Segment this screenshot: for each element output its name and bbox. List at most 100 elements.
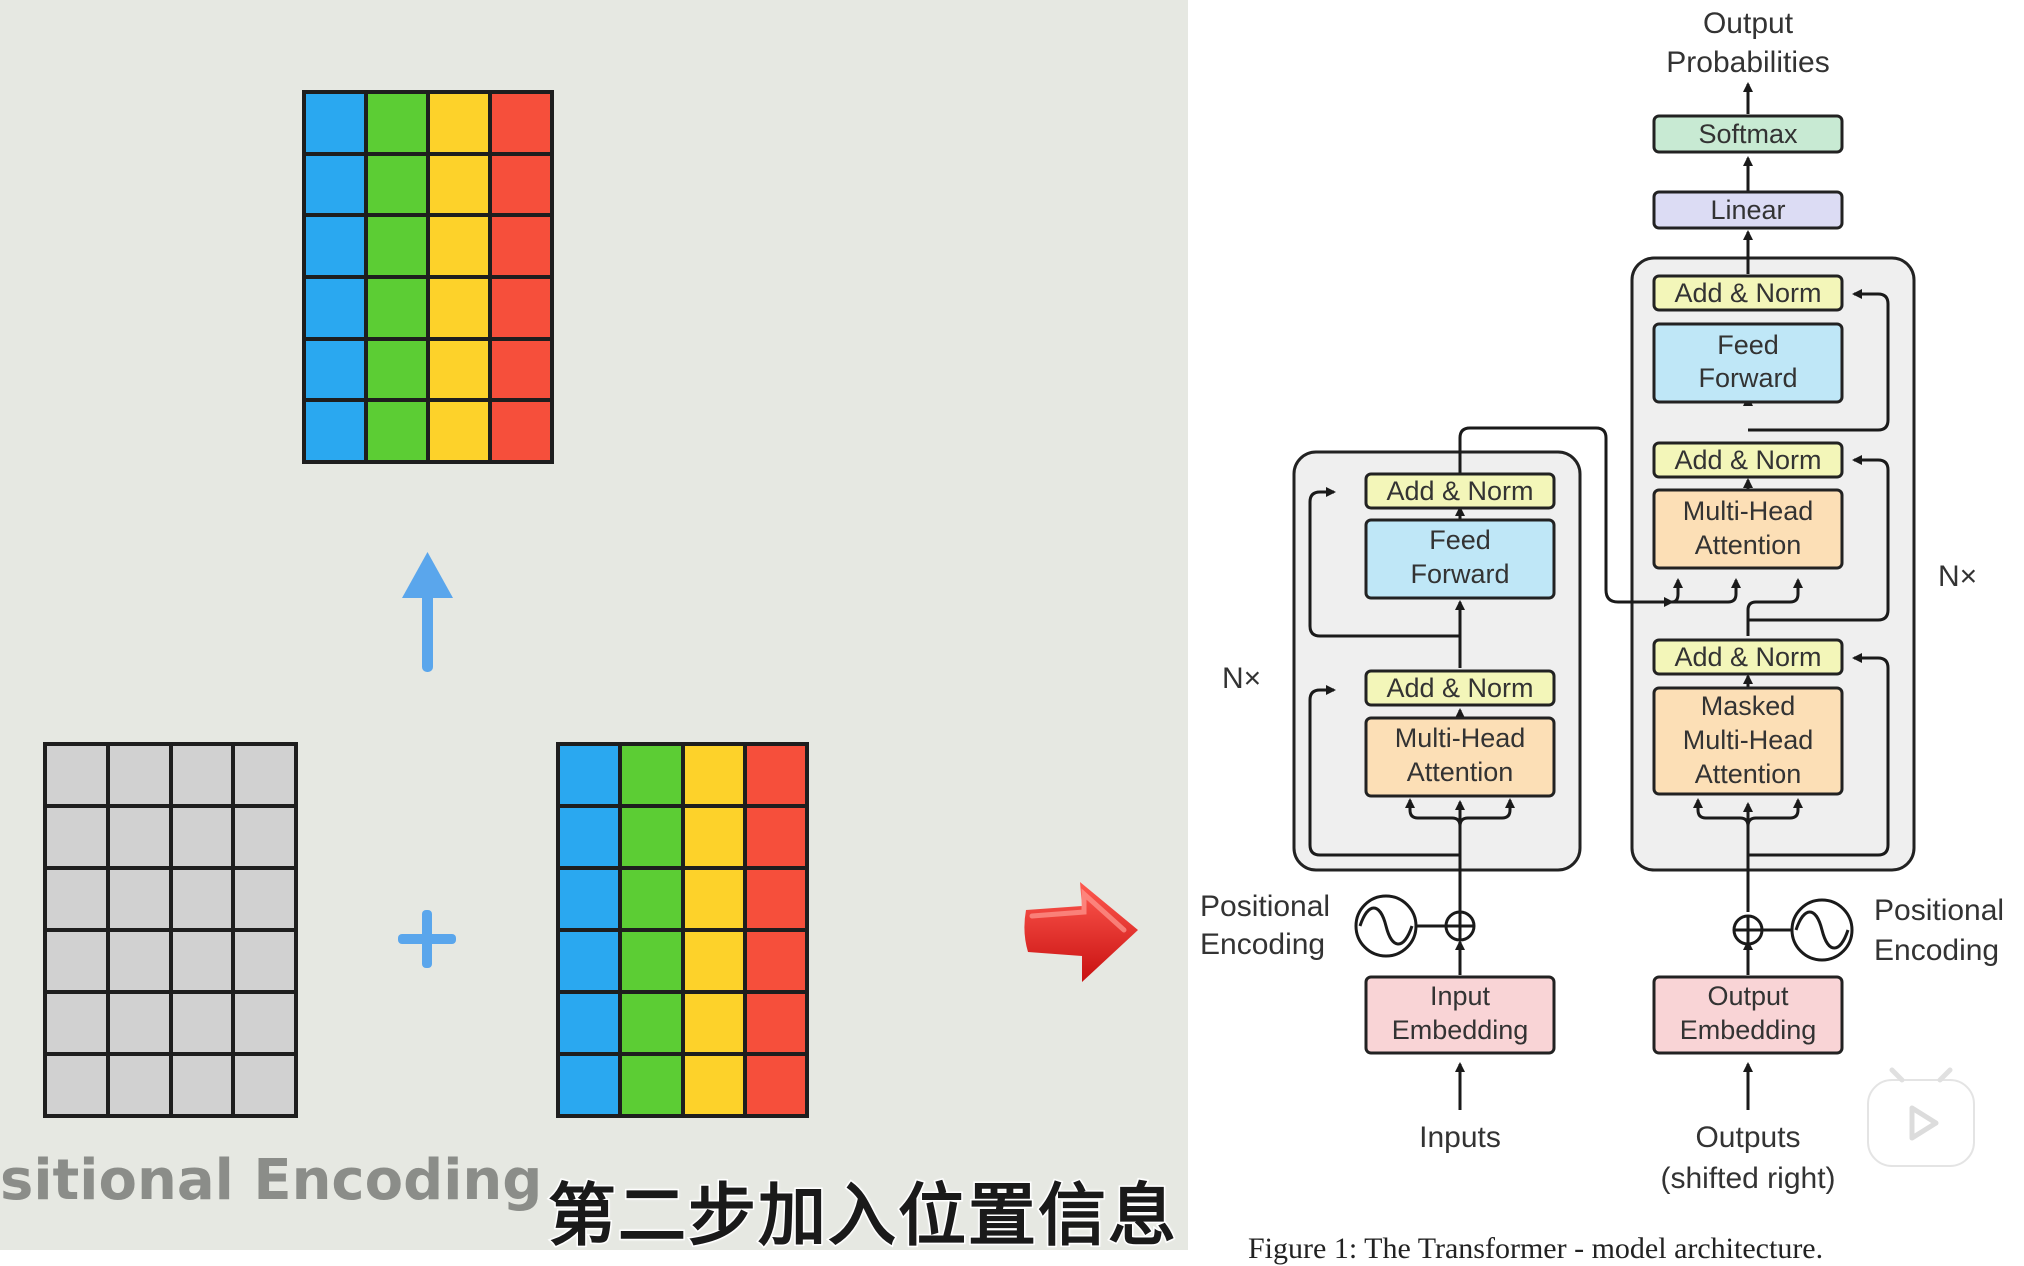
matrix-cell bbox=[47, 994, 106, 1052]
positional-encoding-heading: sitional Encoding bbox=[0, 1148, 543, 1213]
svg-text:Output: Output bbox=[1707, 981, 1789, 1011]
matrix-cell bbox=[109, 870, 169, 928]
matrix-cell bbox=[368, 94, 426, 152]
encoder-nx-label: N× bbox=[1222, 662, 1261, 695]
figure-caption: Figure 1: The Transformer - model archit… bbox=[1248, 1232, 1824, 1265]
matrix-cell bbox=[684, 870, 743, 928]
matrix-cell bbox=[368, 217, 426, 275]
matrix-cell bbox=[492, 155, 550, 214]
matrix-cell bbox=[492, 279, 550, 337]
encoder-feed-forward: Feed Forward bbox=[1364, 518, 1556, 600]
svg-text:Encoding: Encoding bbox=[1200, 928, 1325, 961]
matrix-cell bbox=[172, 994, 232, 1052]
svg-text:Masked: Masked bbox=[1701, 691, 1796, 721]
svg-text:Outputs: Outputs bbox=[1695, 1121, 1800, 1154]
matrix-cell bbox=[746, 870, 805, 928]
svg-text:Output: Output bbox=[1703, 7, 1794, 40]
matrix-cell bbox=[109, 808, 169, 866]
svg-text:Inputs: Inputs bbox=[1419, 1121, 1501, 1154]
encoder-positional-label: Positional Encoding bbox=[1200, 890, 1330, 961]
matrix-cell bbox=[746, 994, 805, 1052]
matrix-cell bbox=[560, 994, 619, 1052]
decoder-multi-head-attention: Multi-Head Attention bbox=[1652, 488, 1844, 570]
matrix-cell bbox=[306, 94, 364, 152]
matrix-cell bbox=[492, 402, 550, 460]
svg-text:Feed: Feed bbox=[1717, 330, 1779, 360]
svg-text:Attention: Attention bbox=[1407, 757, 1514, 787]
left-panel: sitional Encoding 第二步加入位置信息 bbox=[0, 0, 1188, 1250]
right-arrow-pointer-icon bbox=[1024, 882, 1138, 982]
decoder-add-norm-low: Add & Norm bbox=[1652, 638, 1844, 676]
matrix-cell bbox=[746, 1056, 805, 1114]
matrix-cell bbox=[172, 1056, 232, 1114]
svg-text:Linear: Linear bbox=[1710, 195, 1785, 225]
svg-text:Add & Norm: Add & Norm bbox=[1674, 642, 1821, 672]
play-button-watermark-icon bbox=[1867, 1067, 1975, 1167]
matrix-cell bbox=[306, 402, 364, 460]
svg-text:Positional: Positional bbox=[1200, 890, 1330, 923]
matrix-cell bbox=[306, 155, 364, 214]
subtitle-caption: 第二步加入位置信息 bbox=[546, 1176, 1179, 1251]
matrix-cell bbox=[368, 402, 426, 460]
decoder-positional-label: Positional Encoding bbox=[1874, 894, 2004, 967]
matrix-cell bbox=[109, 1056, 169, 1114]
matrix-cell bbox=[109, 746, 169, 804]
svg-text:Embedding: Embedding bbox=[1680, 1015, 1817, 1045]
svg-text:Input: Input bbox=[1430, 981, 1491, 1011]
word-embedding-matrix bbox=[43, 742, 298, 1118]
svg-text:Multi-Head: Multi-Head bbox=[1395, 723, 1526, 753]
encoder-sine-wave-icon bbox=[1354, 894, 1418, 958]
matrix-cell bbox=[172, 746, 232, 804]
matrix-cell bbox=[622, 746, 681, 804]
output-embedding-box: Output Embedding bbox=[1652, 975, 1844, 1055]
matrix-cell bbox=[430, 217, 488, 275]
matrix-cell bbox=[560, 1056, 619, 1114]
matrix-cell bbox=[622, 994, 681, 1052]
svg-text:Probabilities: Probabilities bbox=[1666, 46, 1829, 79]
decoder-outputs-label: Outputs (shifted right) bbox=[1660, 1121, 1835, 1195]
matrix-cell bbox=[47, 1056, 106, 1114]
svg-text:Encoding: Encoding bbox=[1874, 934, 1999, 967]
matrix-cell bbox=[746, 746, 805, 804]
matrix-cell bbox=[560, 870, 619, 928]
matrix-cell bbox=[684, 994, 743, 1052]
matrix-cell bbox=[430, 402, 488, 460]
svg-text:Multi-Head: Multi-Head bbox=[1683, 496, 1814, 526]
svg-text:Forward: Forward bbox=[1410, 559, 1509, 589]
matrix-cell bbox=[235, 1056, 294, 1114]
matrix-cell bbox=[109, 932, 169, 990]
decoder-positional-add bbox=[1732, 914, 1792, 946]
svg-text:Forward: Forward bbox=[1698, 363, 1797, 393]
matrix-cell bbox=[368, 340, 426, 399]
matrix-cell bbox=[560, 808, 619, 866]
svg-text:Multi-Head: Multi-Head bbox=[1683, 725, 1814, 755]
matrix-cell bbox=[746, 932, 805, 990]
matrix-cell bbox=[47, 808, 106, 866]
decoder-add-norm-mid: Add & Norm bbox=[1652, 441, 1844, 479]
svg-text:Add & Norm: Add & Norm bbox=[1386, 673, 1533, 703]
matrix-cell bbox=[47, 746, 106, 804]
matrix-cell bbox=[684, 746, 743, 804]
encoder-positional-add bbox=[1416, 910, 1476, 942]
matrix-cell bbox=[235, 746, 294, 804]
matrix-cell bbox=[109, 994, 169, 1052]
matrix-cell bbox=[430, 94, 488, 152]
up-arrow-icon bbox=[402, 552, 453, 672]
matrix-cell bbox=[492, 94, 550, 152]
positional-encoding-matrix bbox=[556, 742, 809, 1118]
svg-text:Add & Norm: Add & Norm bbox=[1386, 476, 1533, 506]
matrix-cell bbox=[306, 279, 364, 337]
matrix-cell bbox=[306, 217, 364, 275]
decoder-sine-wave-icon bbox=[1790, 898, 1854, 962]
matrix-cell bbox=[746, 808, 805, 866]
matrix-cell bbox=[235, 808, 294, 866]
matrix-cell bbox=[430, 155, 488, 214]
matrix-cell bbox=[492, 340, 550, 399]
matrix-cell bbox=[684, 932, 743, 990]
matrix-cell bbox=[235, 932, 294, 990]
input-embedding-box: Input Embedding bbox=[1364, 975, 1556, 1055]
matrix-cell bbox=[47, 870, 106, 928]
linear-box: Linear bbox=[1652, 190, 1844, 230]
encoder-multi-head-attention: Multi-Head Attention bbox=[1364, 716, 1556, 798]
matrix-cell bbox=[235, 870, 294, 928]
